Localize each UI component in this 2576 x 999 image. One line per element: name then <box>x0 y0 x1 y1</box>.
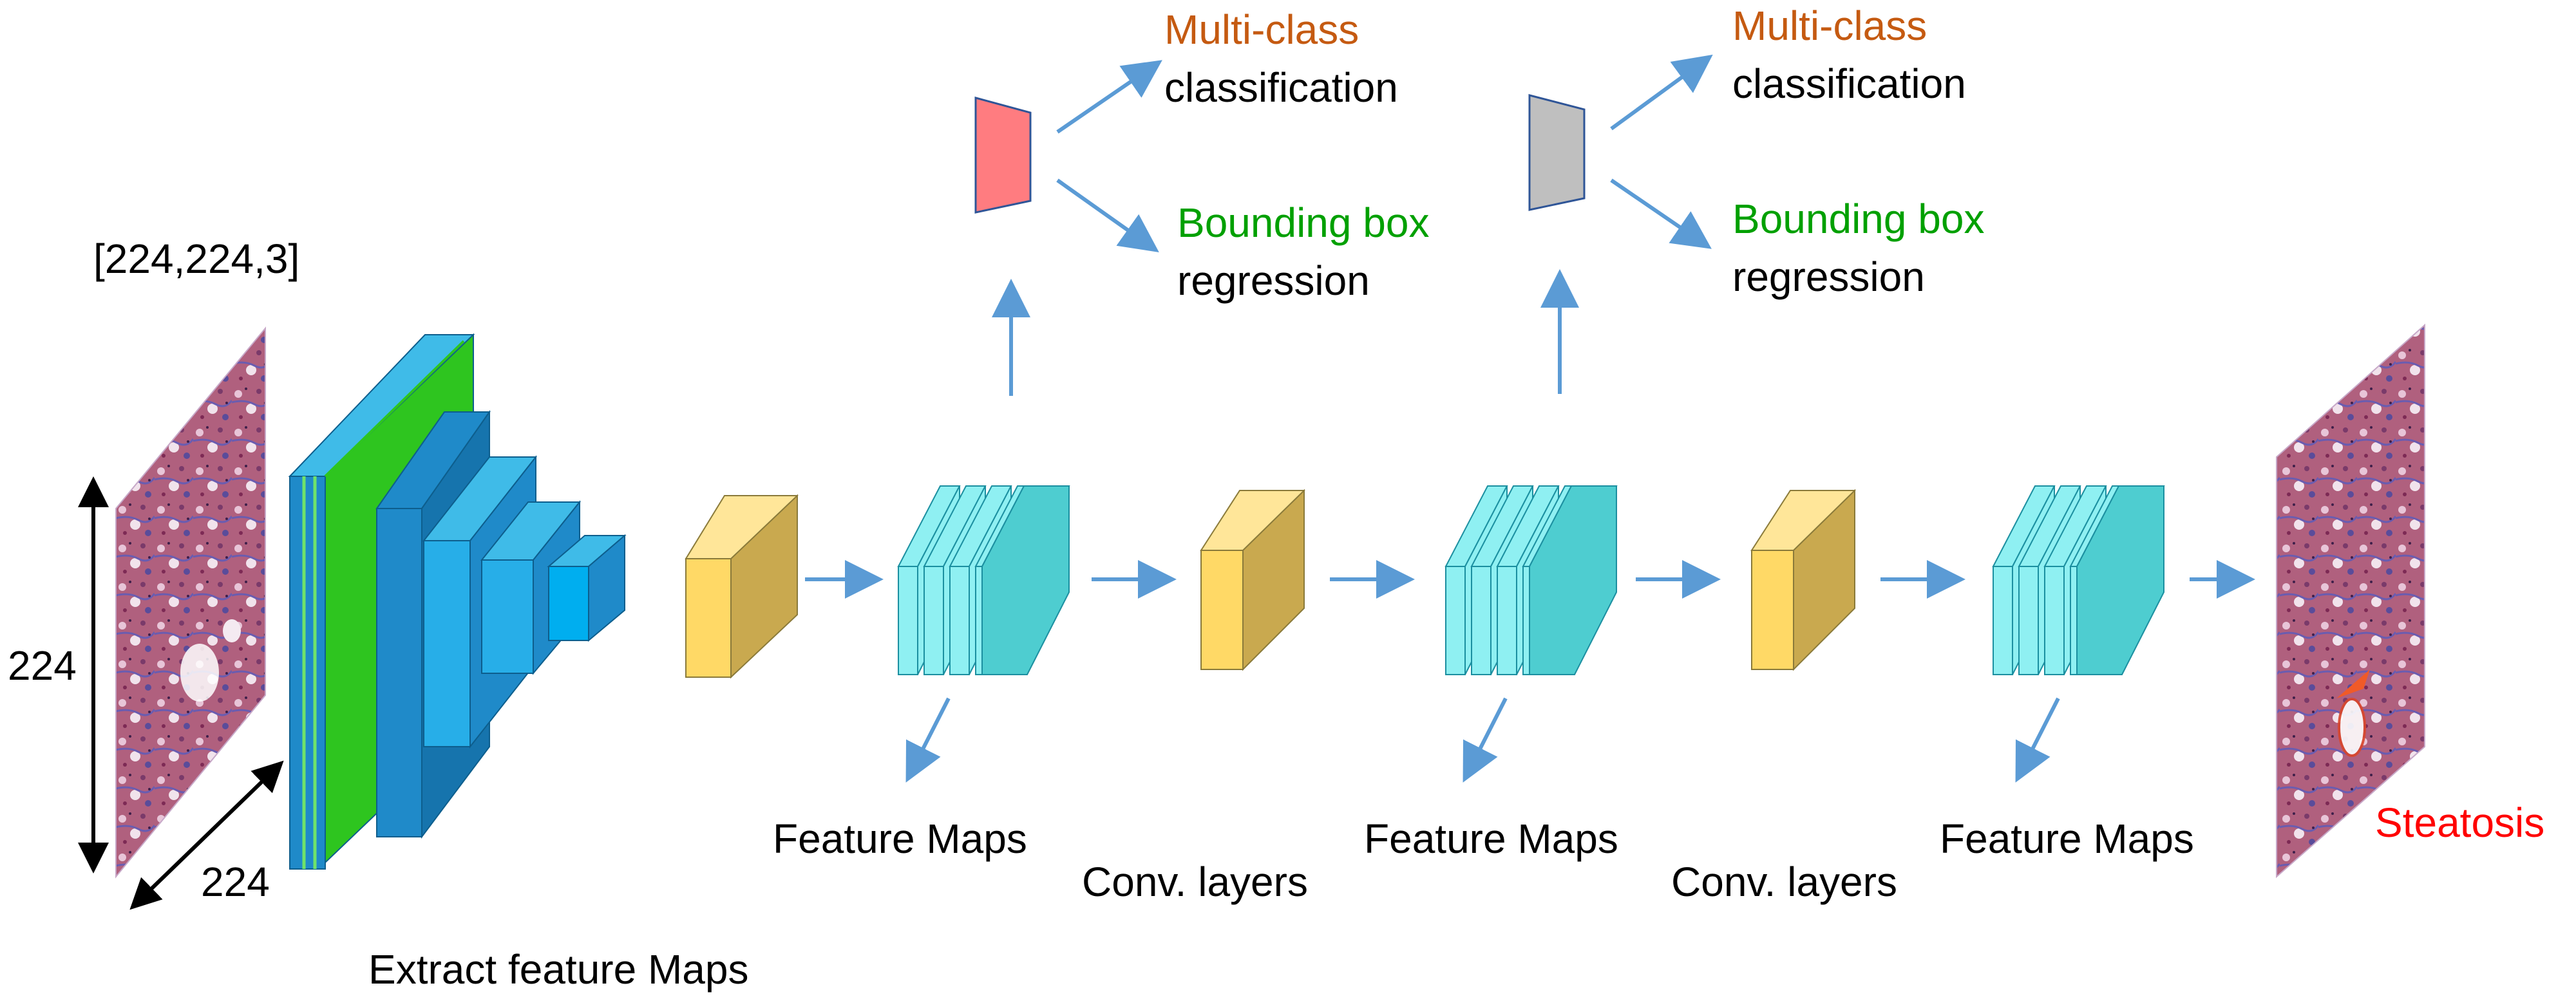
output-label: Steatosis <box>2375 799 2544 846</box>
head-2-bbox-subtitle: regression <box>1732 254 1925 300</box>
conv-block-2 <box>1200 489 1305 671</box>
head-1-block <box>974 97 1032 214</box>
feature-maps-2 <box>1444 485 1618 675</box>
arrow-fm1-down <box>905 697 951 783</box>
input-shape-label: [224,224,3] <box>93 236 299 282</box>
head-2-bbox-title: Bounding box <box>1732 196 1984 242</box>
conv-layers-label-2: Conv. layers <box>1671 859 1897 905</box>
arrow-head1-cls <box>1056 60 1162 134</box>
head-2-cls-subtitle: classification <box>1732 61 1966 107</box>
head-2-block <box>1528 94 1586 211</box>
width-arrow <box>129 760 284 910</box>
input-image <box>115 326 266 879</box>
output-image <box>2276 323 2425 879</box>
width-label: 224 <box>201 859 270 905</box>
arrow-fm3-down <box>2015 697 2060 783</box>
head-1-cls-subtitle: classification <box>1164 64 1398 111</box>
conv-block-1 <box>685 494 799 679</box>
arrow-head2-bbox <box>1610 178 1712 249</box>
conv-block-3 <box>1750 489 1856 671</box>
backbone-label: Extract feature Maps <box>368 946 748 993</box>
feature-maps-label-1: Feature Maps <box>773 816 1027 862</box>
feature-maps-label-2: Feature Maps <box>1364 816 1618 862</box>
height-label: 224 <box>8 642 77 689</box>
arrow-head1-bbox <box>1056 178 1159 252</box>
feature-maps-1 <box>897 485 1070 675</box>
head-1-bbox-title: Bounding box <box>1177 200 1429 246</box>
head-1-cls-title: Multi-class <box>1164 6 1359 53</box>
conv-layers-label-1: Conv. layers <box>1082 859 1308 905</box>
head-2-cls-title: Multi-class <box>1732 3 1927 49</box>
arrow-head2-cls <box>1610 54 1713 131</box>
arrow-fm2-down <box>1463 697 1508 783</box>
head-1-bbox-subtitle: regression <box>1177 257 1370 304</box>
feature-maps-label-3: Feature Maps <box>1940 816 2194 862</box>
feature-maps-3 <box>1992 485 2165 675</box>
backbone-layers <box>288 333 627 870</box>
